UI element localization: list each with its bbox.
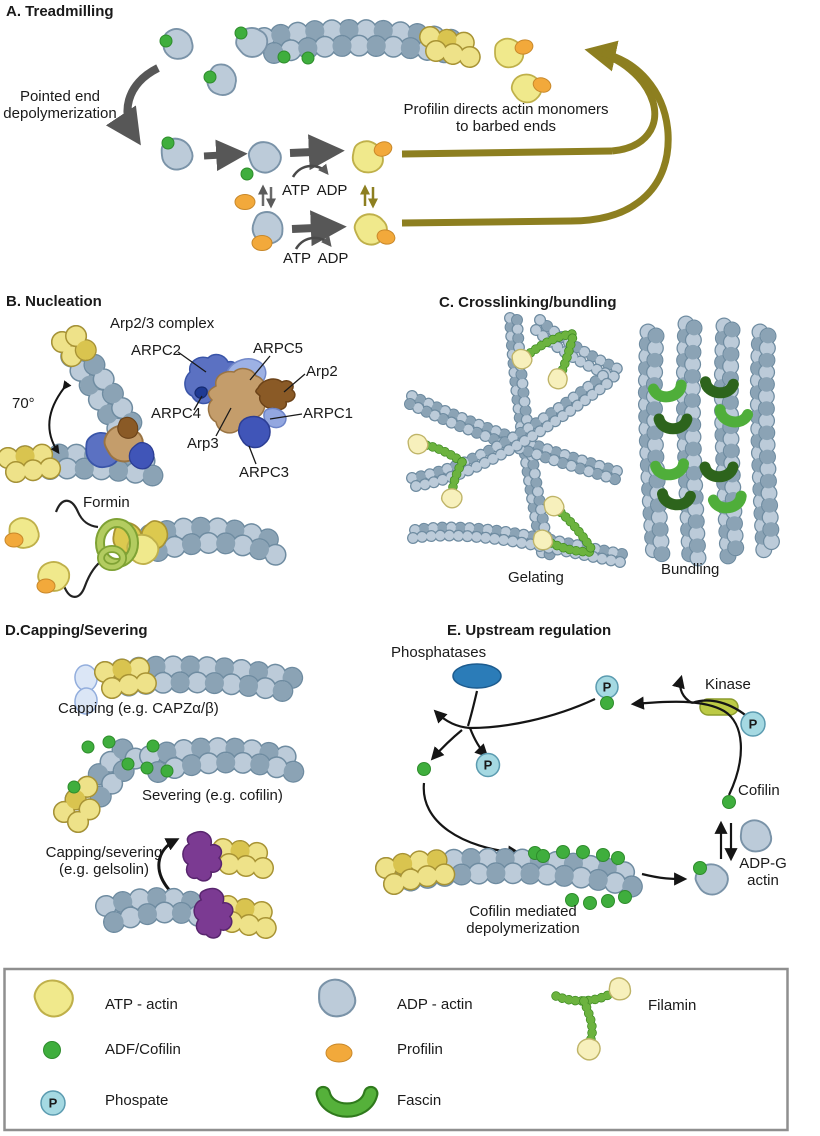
severing-label: Severing (e.g. cofilin) <box>142 787 283 804</box>
phosphate-circle <box>475 752 501 778</box>
cofilin-dot <box>417 762 431 776</box>
profilin-recycle-arrows <box>401 40 672 227</box>
fascin-icon <box>323 1094 371 1111</box>
cofilin-label: Cofilin <box>738 782 780 799</box>
phosphate-icon <box>40 1090 66 1116</box>
profilin-icon <box>325 1043 353 1063</box>
pointed-end-label: Pointed end depolymerization <box>3 88 117 123</box>
filamin-crosslinker <box>511 329 578 394</box>
legend-label-adf-cofilin: ADF/Cofilin <box>105 1041 181 1058</box>
subunit-label-lines <box>177 351 306 465</box>
cofilin-dot <box>277 50 291 64</box>
legend-illustrations <box>3 967 789 1132</box>
section-d-illustration <box>53 655 311 941</box>
adp-label-2: ADP <box>317 250 349 267</box>
monomer-exchange-row <box>159 134 396 251</box>
phosphate-letter: P <box>748 716 758 732</box>
treadmilling-filament <box>253 18 481 68</box>
branched-filament <box>0 325 166 487</box>
arpc3-blob <box>237 415 271 449</box>
cofilin-decorated-filament <box>375 845 649 910</box>
fascin-bundler <box>659 419 687 429</box>
legend-label-profilin: Profilin <box>397 1041 443 1058</box>
legend-label-filamin: Filamin <box>648 997 697 1014</box>
section-b-title: B. Nucleation <box>6 293 102 310</box>
phosphate-letter: P <box>483 757 493 773</box>
phosphate-circle <box>740 711 766 737</box>
angle-label: 70° <box>12 395 35 412</box>
adp-g-actin-blob <box>735 816 776 857</box>
adp-g-actin-label: ADP-G actin <box>739 855 787 890</box>
fascin-bundler <box>653 385 682 399</box>
section-a-illustration <box>105 18 672 251</box>
arp2-blob <box>255 378 296 411</box>
bundling-illustration <box>637 315 781 569</box>
kinase-label: Kinase <box>705 676 751 693</box>
severing-illustration <box>53 735 311 833</box>
fascin-bundler <box>656 464 685 476</box>
formin-illustration <box>4 499 287 598</box>
filamin-icon <box>551 974 635 1066</box>
cofilin-mediated-label: Cofilin mediated depolymerization <box>466 903 580 938</box>
fascin-bundler <box>662 494 691 506</box>
profilin-directs-label: Profilin directs actin monomers to barbe… <box>403 101 609 136</box>
arp23-complex-illustration <box>177 351 306 465</box>
adp-actin-icon <box>314 976 360 1021</box>
adf-cofilin-icon <box>43 1041 61 1059</box>
phosphatases-label: Phosphatases <box>391 644 487 661</box>
arp23-complex-title: Arp2/3 complex <box>110 315 215 332</box>
capping-severing-label: Capping/severing (e.g. gelsolin) <box>45 844 163 879</box>
cofilin-dot <box>301 51 315 65</box>
phosphatase-blob <box>452 663 502 689</box>
loose-atp-actin-profilin <box>491 35 552 109</box>
legend-phosphate-letter: P <box>48 1095 58 1111</box>
section-e-illustration <box>375 663 776 910</box>
phosphate-letter: P <box>602 679 612 695</box>
legend-label-fascin: Fascin <box>397 1092 442 1109</box>
arpc1-label: ARPC1 <box>303 405 354 422</box>
legend-box <box>3 967 789 1132</box>
capping-illustration <box>74 655 308 715</box>
loose-adp-actin-monomers <box>158 20 274 103</box>
formin-label: Formin <box>83 494 130 511</box>
filamin-crosslinker <box>407 433 467 513</box>
gelsolin-blob <box>182 830 223 882</box>
section-c-title: C. Crosslinking/bundling <box>439 294 617 311</box>
gelating-network <box>404 312 628 568</box>
formin-ring <box>95 518 139 571</box>
section-d-title: D.Capping/Severing <box>5 622 148 639</box>
legend-label-atp-actin: ATP - actin <box>105 996 178 1013</box>
legend-label-adp-actin: ADP - actin <box>397 996 473 1013</box>
arpc4-label: ARPC4 <box>151 405 202 422</box>
cofilin-dot <box>600 696 614 710</box>
section-b-illustration <box>0 325 306 598</box>
kinase-pill <box>699 698 739 716</box>
filamin-crosslinker <box>529 495 597 557</box>
atp-label-1: ATP <box>281 182 311 199</box>
gelating-label: Gelating <box>508 569 564 586</box>
cofilin-dot <box>722 795 736 809</box>
pointed-end-arrow <box>105 64 160 146</box>
legend-label-phosphate: Phospate <box>105 1092 169 1109</box>
arp3-label: Arp3 <box>187 435 219 452</box>
angle-arc-arrow <box>48 380 72 455</box>
arpc5-label: ARPC5 <box>253 340 304 357</box>
arp2-label: Arp2 <box>306 363 338 380</box>
atp-label-2: ATP <box>282 250 312 267</box>
section-a-title: A. Treadmilling <box>6 3 114 20</box>
section-c-illustration <box>404 312 781 569</box>
section-e-title: E. Upstream regulation <box>447 622 612 639</box>
arpc4-blob <box>194 386 208 399</box>
capping-protein <box>74 687 98 715</box>
capping-label: Capping (e.g. CAPZα/β) <box>58 700 219 717</box>
adp-label-1: ADP <box>316 182 348 199</box>
gelsolin-illustration <box>95 830 277 941</box>
arpc2-label: ARPC2 <box>131 342 182 359</box>
arpc3-label: ARPC3 <box>239 464 290 481</box>
bundling-label: Bundling <box>661 561 720 578</box>
atp-actin-icon <box>30 974 78 1022</box>
